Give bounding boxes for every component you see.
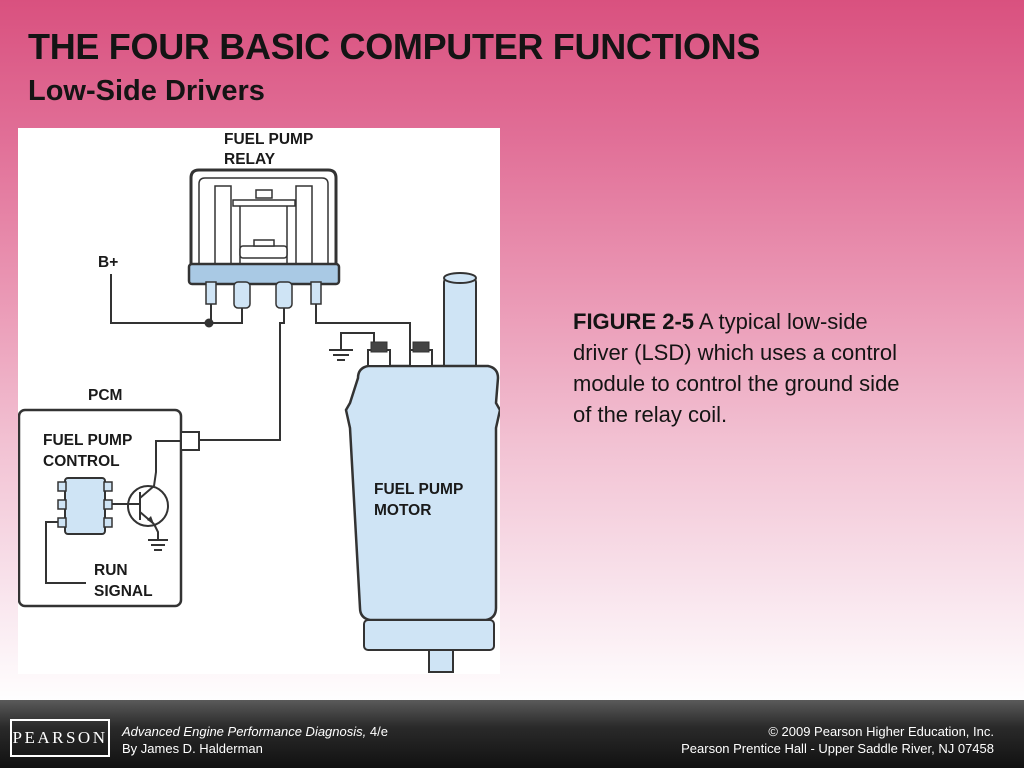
figure-caption: FIGURE 2-5 A typical low-side driver (LS… xyxy=(573,306,913,430)
figure-number: FIGURE 2-5 xyxy=(573,309,695,334)
run-label-line1: RUN xyxy=(94,562,128,579)
pcm-label: PCM xyxy=(88,387,122,404)
figure-diagram: FUEL PUMP RELAY B+ xyxy=(18,128,500,674)
motor-label-line1: FUEL PUMP xyxy=(374,481,463,498)
ground-symbol xyxy=(329,349,353,361)
publisher-text: Pearson Prentice Hall - Upper Saddle Riv… xyxy=(681,741,994,756)
book-author: By James D. Halderman xyxy=(122,741,263,756)
slide-subtitle: Low-Side Drivers xyxy=(28,75,265,107)
run-label-line2: SIGNAL xyxy=(94,583,153,600)
bplus-label: B+ xyxy=(98,254,118,271)
fuel-pump-relay xyxy=(187,168,341,309)
book-title: Advanced Engine Performance Diagnosis, xyxy=(122,724,367,739)
control-label-line1: FUEL PUMP xyxy=(43,432,132,449)
control-label-line2: CONTROL xyxy=(43,453,120,470)
low-side-driver-diagram: FUEL PUMP RELAY B+ xyxy=(18,131,500,673)
run-signal-wire xyxy=(45,521,86,584)
pearson-logo: PEARSON xyxy=(10,719,110,757)
fuel-pump-motor xyxy=(344,272,500,673)
relay-label-line1: FUEL PUMP xyxy=(224,131,313,148)
caption-text: A typical low-side driver (LSD) which us… xyxy=(573,309,900,427)
emitter-arrow xyxy=(147,516,154,524)
slide-title: THE FOUR BASIC COMPUTER FUNCTIONS xyxy=(28,26,761,67)
book-edition: 4/e xyxy=(366,724,388,739)
copyright-text: © 2009 Pearson Higher Education, Inc. xyxy=(768,724,994,739)
footer-bar: PEARSON Advanced Engine Performance Diag… xyxy=(0,700,1024,768)
footer-book-info: Advanced Engine Performance Diagnosis, 4… xyxy=(122,723,388,757)
motor-label-line2: MOTOR xyxy=(374,502,431,519)
splice-dot xyxy=(204,318,214,328)
footer-copyright-info: © 2009 Pearson Higher Education, Inc. Pe… xyxy=(681,723,994,757)
control-chip xyxy=(57,477,113,535)
relay-label-line2: RELAY xyxy=(224,151,276,168)
